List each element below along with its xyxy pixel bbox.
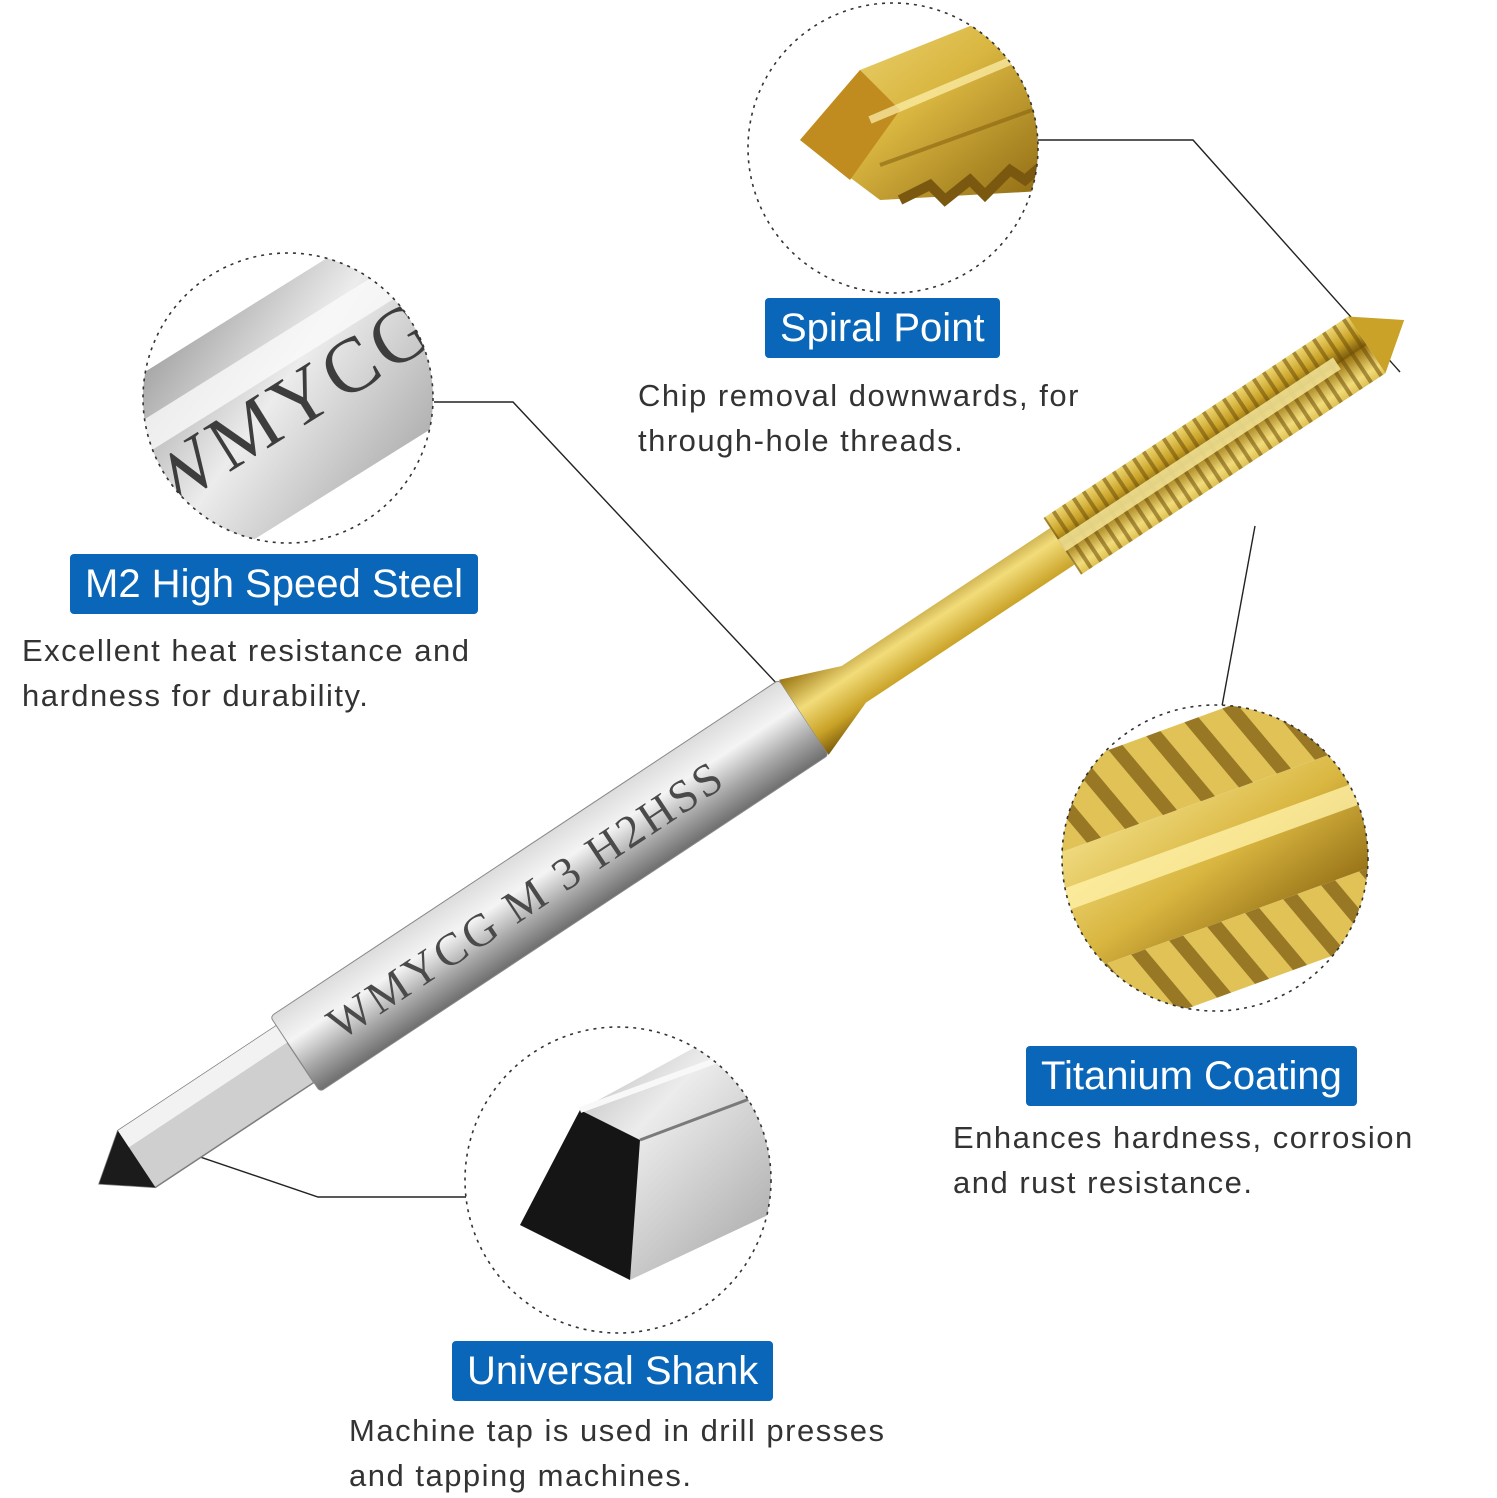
spiral-point-desc-line2: through-hole threads. [638,423,965,458]
shank-desc-line1: Machine tap is used in drill presses [349,1413,886,1448]
spiral-point-badge: Spiral Point [765,298,1000,358]
steel-desc-line1: Excellent heat resistance and [22,633,471,668]
coating-badge: Titanium Coating [1026,1046,1357,1106]
spiral-point-desc-line1: Chip removal downwards, for [638,378,1080,413]
leader-line-steel [434,401,824,734]
coating-desc-line2: and rust resistance. [953,1165,1254,1200]
spiral-point-description: Chip removal downwards, for through-hole… [638,373,1080,463]
steel-description: Excellent heat resistance and hardness f… [22,628,470,718]
leader-lines [149,139,1401,1198]
coating-desc-line1: Enhances hardness, corrosion [953,1120,1414,1155]
leader-line-coating [1221,525,1256,707]
leader-line-spiral-point [1036,139,1401,373]
steel-badge: M2 High Speed Steel [70,554,479,614]
shank-desc-line2: and tapping machines. [349,1458,693,1493]
shank-engraving: WMYCG M 3 H2HSS [318,750,734,1049]
steel-desc-line2: hardness for durability. [22,678,370,713]
square-shank-end-zoom-icon [464,1026,772,1334]
spiral-point-zoom-icon [747,2,1039,294]
leader-line-shank [149,1139,466,1198]
shank-description: Machine tap is used in drill presses and… [349,1408,885,1498]
engraved-shank-zoom-icon: WMYCG M [142,252,434,544]
coating-description: Enhances hardness, corrosion and rust re… [953,1115,1414,1205]
shank-badge: Universal Shank [452,1341,774,1401]
threaded-flute-zoom-icon [1061,704,1369,1012]
